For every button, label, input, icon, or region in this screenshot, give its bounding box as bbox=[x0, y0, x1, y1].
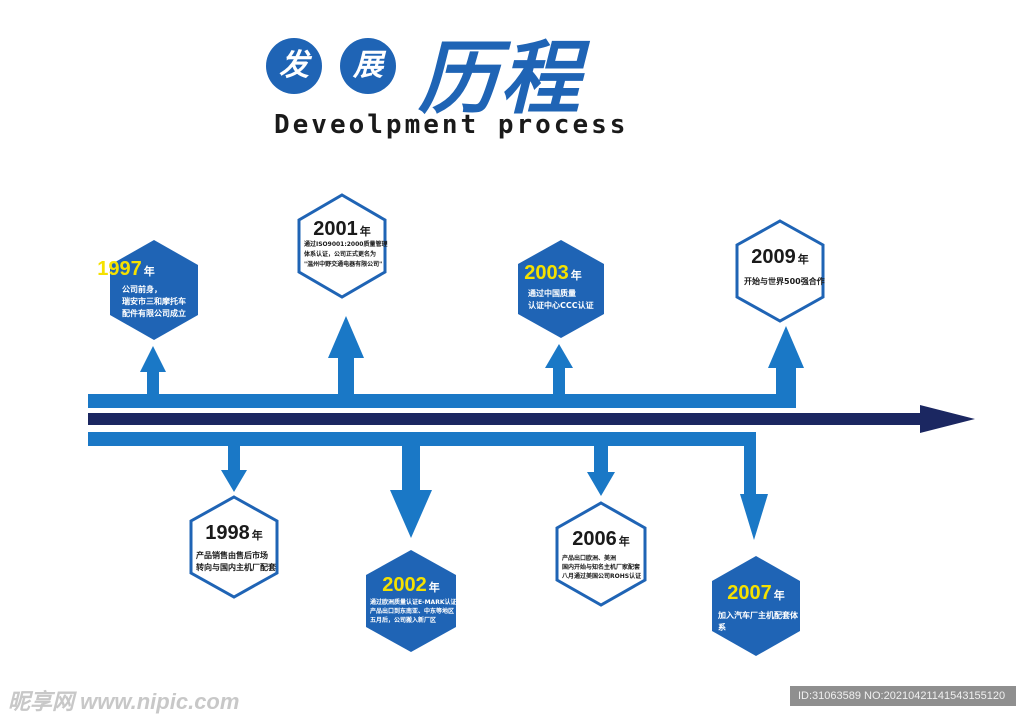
title-main: 历程 bbox=[418, 32, 582, 125]
hexagon-shape bbox=[189, 495, 279, 599]
watermark-right: ID:31063589 NO:20210421141543155120 bbox=[790, 686, 1016, 706]
milestone-desc-2001: 通过ISO9001:2000质量管理 体系认证，公司正式更名为 "温州中野交通电… bbox=[304, 241, 388, 268]
hexagon-shape bbox=[712, 556, 800, 656]
hexagon-shape bbox=[297, 193, 387, 299]
arrow-up-1997 bbox=[140, 346, 166, 394]
arrow-down-2002 bbox=[390, 446, 432, 538]
hexagon-shape bbox=[366, 550, 456, 652]
title-char-fa: 发 bbox=[266, 38, 322, 94]
title-char-zhan: 展 bbox=[340, 38, 396, 94]
main-timeline-arrow bbox=[88, 405, 975, 433]
upper-timeline-bar bbox=[88, 394, 790, 408]
arrow-down-1998 bbox=[221, 446, 247, 492]
lower-timeline-bar bbox=[88, 432, 756, 446]
watermark-left: 昵享网 www.nipic.com bbox=[8, 689, 240, 714]
hexagon-shape bbox=[110, 240, 198, 340]
milestone-desc-2002: 通过欧洲质量认证E-MARK认证 产品出口到东南亚、中东等地区 五月后，公司搬入… bbox=[370, 599, 457, 624]
arrow-down-2007 bbox=[740, 432, 768, 540]
hexagon-shape bbox=[735, 219, 825, 323]
milestone-desc-2006: 产品出口欧洲、美洲 国内开始与知名主机厂家配套 八月通过美国公司ROHS认证 bbox=[562, 555, 642, 580]
milestone-desc-1997: 公司前身， 瑞安市三和摩托车 配件有限公司成立 bbox=[122, 285, 186, 318]
milestone-desc-1998: 产品销售由售后市场 转向与国内主机厂配套 bbox=[196, 551, 276, 572]
milestone-desc-2003: 通过中国质量 认证中心CCC认证 bbox=[528, 289, 594, 310]
milestone-desc-2009: 开始与世界500强合作 bbox=[744, 277, 825, 286]
arrow-up-2009 bbox=[768, 326, 804, 408]
arrow-down-2006 bbox=[587, 446, 615, 496]
arrow-up-2001 bbox=[328, 316, 364, 394]
arrow-up-2003 bbox=[545, 344, 573, 394]
subtitle: Deveolpment process bbox=[274, 110, 629, 140]
hexagon-shape bbox=[518, 240, 604, 338]
milestone-desc-2007: 加入汽车厂主机配套体系 bbox=[718, 611, 798, 632]
hexagon-shape bbox=[555, 501, 647, 607]
